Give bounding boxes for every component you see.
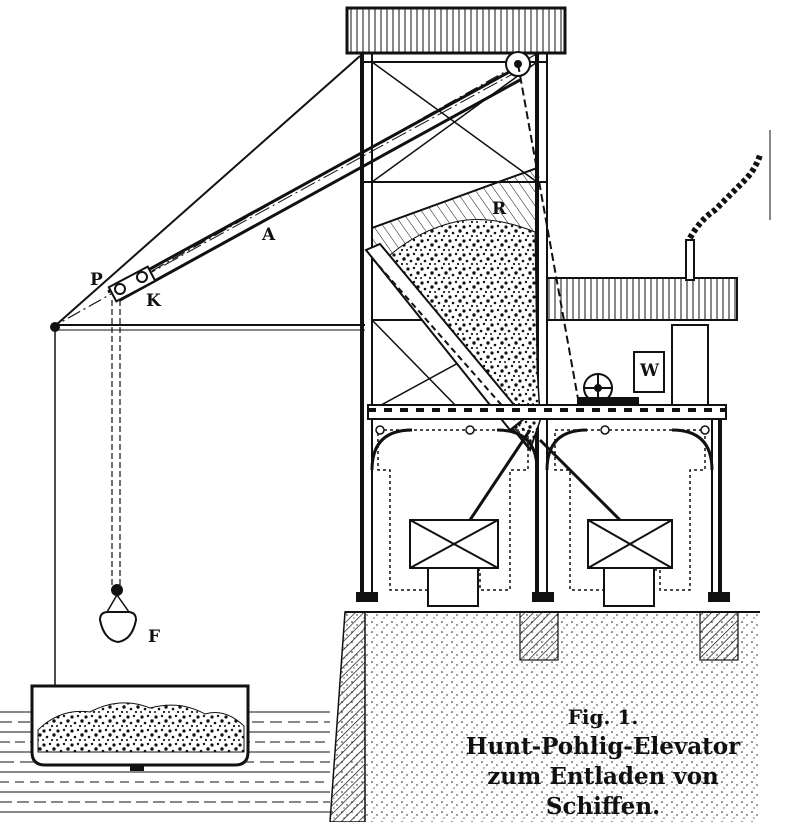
caption-subtitle: zum Entladen von xyxy=(487,763,719,790)
top-pulley xyxy=(505,51,581,411)
bucket-rope xyxy=(54,300,121,686)
engine-w xyxy=(577,324,709,409)
lower-frame xyxy=(370,419,722,600)
platform-deck xyxy=(367,404,727,420)
rail-wagon-right xyxy=(587,519,673,607)
column-feet xyxy=(356,592,730,602)
caption-title: Hunt-Pohlig-Elevator xyxy=(465,733,741,760)
grab-bucket-f xyxy=(98,584,138,644)
label-a: A xyxy=(261,225,276,245)
quay-foundation xyxy=(329,611,760,822)
label-f: F xyxy=(148,627,160,647)
tie-beam xyxy=(50,322,365,332)
trolley-k xyxy=(107,265,157,303)
rail-wagon-left xyxy=(409,519,499,607)
caption-fig-number: Fig. 1. xyxy=(567,705,639,729)
label-w: W xyxy=(639,361,660,381)
caption-subtitle-cont: Schiffen. xyxy=(545,793,661,820)
label-k: K xyxy=(146,291,162,311)
figure-caption: Fig. 1. Hunt-Pohlig-Elevator zum Entlade… xyxy=(438,702,768,822)
label-p: P xyxy=(90,270,103,290)
chimney xyxy=(685,130,771,281)
ship-hull xyxy=(30,684,250,771)
label-r: R xyxy=(492,199,507,219)
engine-house-roof xyxy=(546,277,738,321)
